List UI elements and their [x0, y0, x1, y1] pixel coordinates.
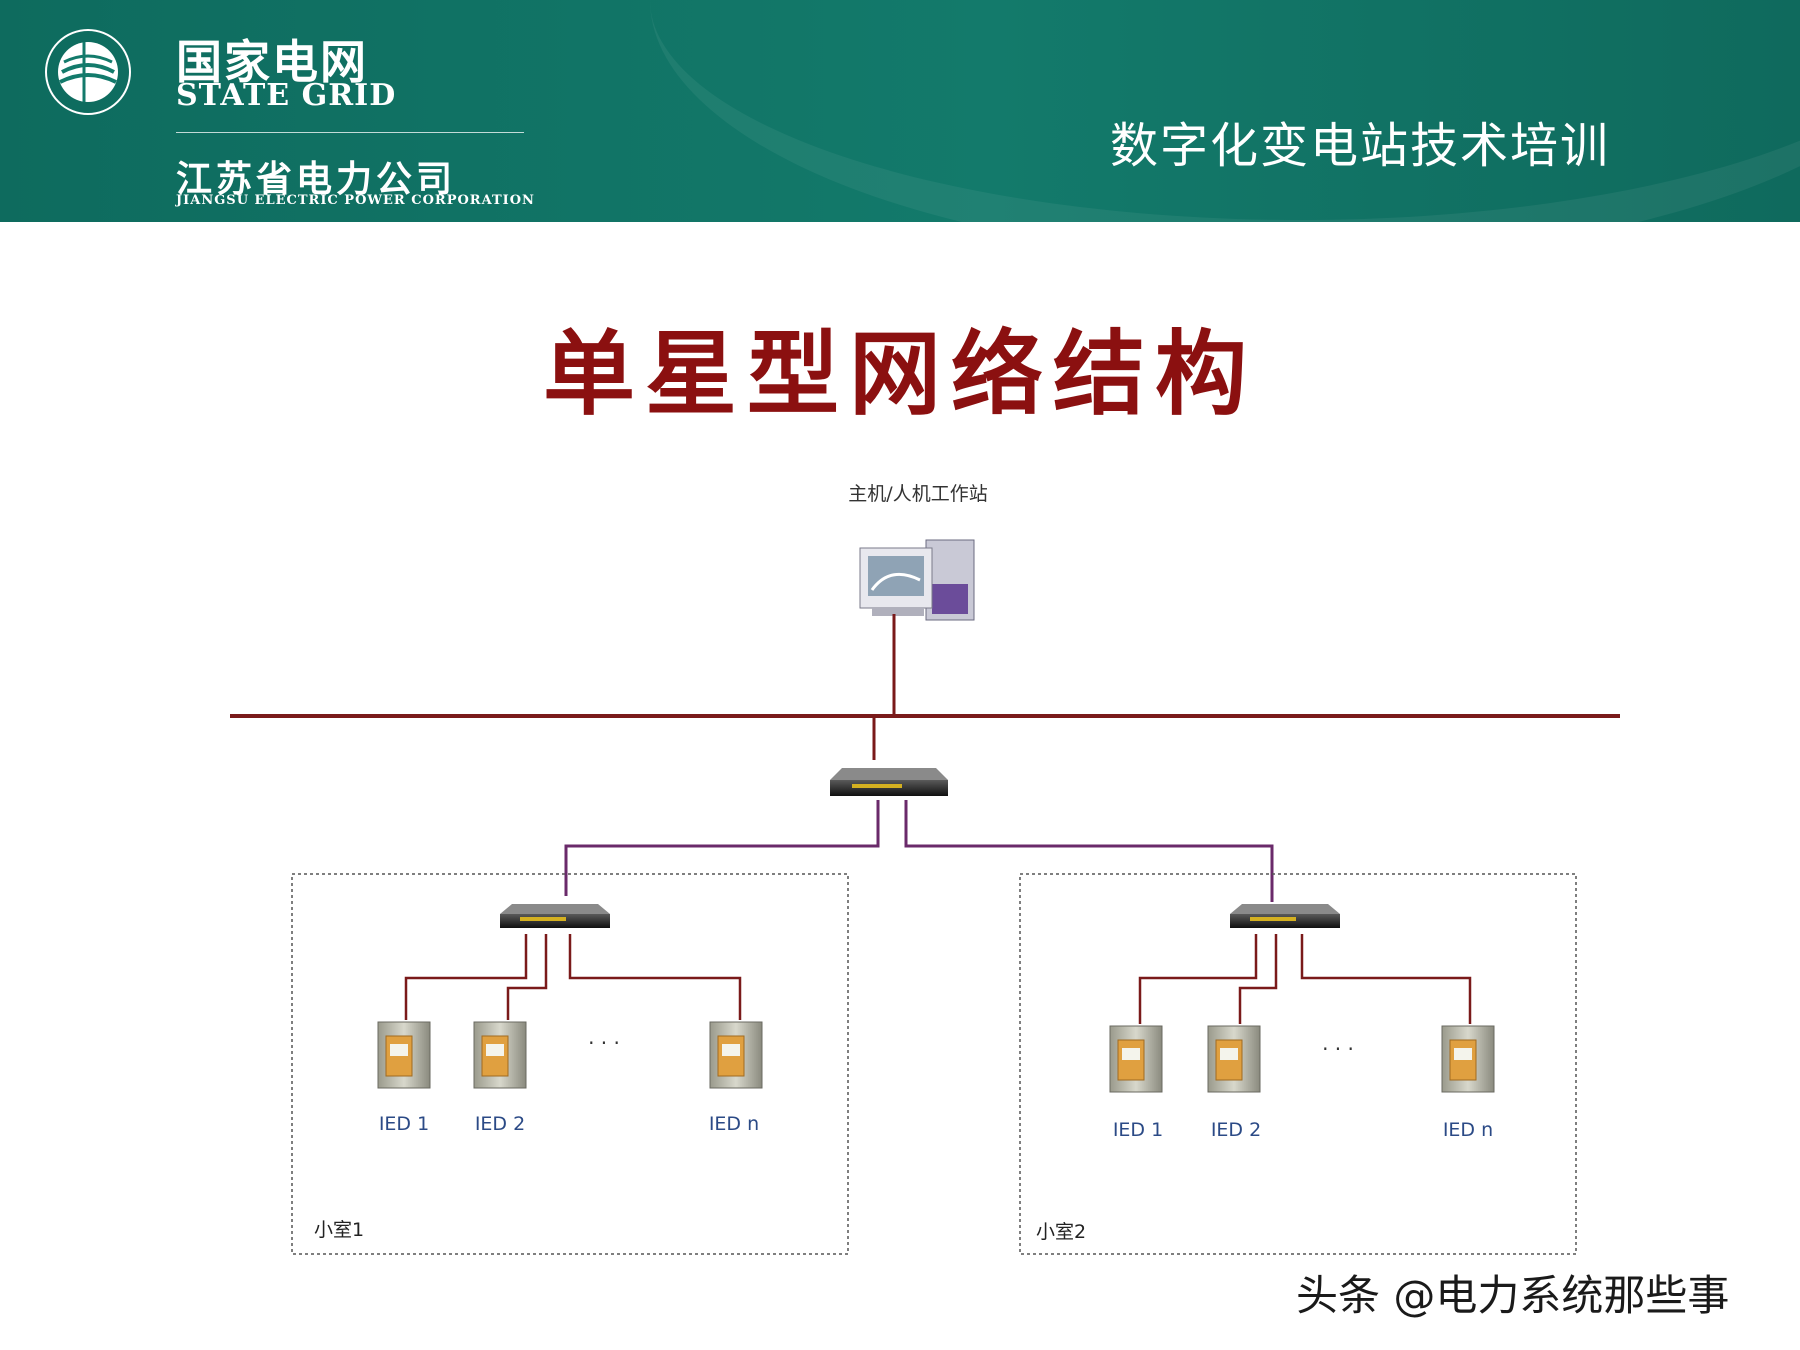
- core-switch-icon: [830, 768, 948, 796]
- brand-name-en: STATE GRID: [176, 78, 397, 113]
- state-grid-logo: [45, 29, 131, 115]
- workstation-icon: [859, 539, 975, 621]
- room1-link-ied1: [404, 934, 528, 1020]
- room1-ied2-label: IED 2: [475, 1113, 525, 1135]
- room1-frame: [291, 873, 849, 1255]
- room2-label: 小室2: [1036, 1221, 1086, 1243]
- room1-link-iedn: [568, 934, 742, 1020]
- room1-ied2-icon: [473, 1021, 527, 1089]
- uplink-room2: [904, 800, 1274, 902]
- header-divider: [176, 132, 524, 133]
- room2-switch-icon: [1230, 904, 1340, 928]
- room2-link-ied1: [1138, 934, 1258, 1024]
- room1-iedn-label: IED n: [709, 1113, 759, 1135]
- header-banner: 国家电网 STATE GRID 江苏省电力公司 JIANGSU ELECTRIC…: [0, 0, 1800, 222]
- uplink-room1: [564, 800, 880, 896]
- room2-ied2-label: IED 2: [1211, 1119, 1261, 1141]
- company-name-cn: 江苏省电力公司: [176, 158, 457, 200]
- host-label: 主机/人机工作站: [848, 483, 987, 505]
- company-name-en: JIANGSU ELECTRIC POWER CORPORATION: [176, 193, 535, 208]
- slide-title: 单星型网络结构: [542, 320, 1257, 428]
- room2-ied2-icon: [1207, 1025, 1261, 1093]
- room1-switch-icon: [500, 904, 610, 928]
- course-title: 数字化变电站技术培训: [1110, 118, 1611, 174]
- room2-frame: [1019, 873, 1577, 1255]
- room2-iedn-label: IED n: [1443, 1119, 1493, 1141]
- room1-ied1-icon: [377, 1021, 431, 1089]
- watermark: 头条 @电力系统那些事: [1296, 1271, 1730, 1320]
- room1-link-ied2: [506, 934, 548, 1020]
- room2-ellipsis: · · ·: [1322, 1037, 1354, 1061]
- room2-link-iedn: [1300, 934, 1472, 1024]
- room1-iedn-icon: [709, 1021, 763, 1089]
- room1-ellipsis: · · ·: [588, 1031, 620, 1055]
- header-swoosh: [650, 0, 1800, 222]
- room1-label: 小室1: [314, 1219, 364, 1241]
- room2-ied1-icon: [1109, 1025, 1163, 1093]
- brand-name-cn: 国家电网: [176, 35, 368, 89]
- room2-iedn-icon: [1441, 1025, 1495, 1093]
- room2-link-ied2: [1238, 934, 1278, 1024]
- room2-ied1-label: IED 1: [1113, 1119, 1163, 1141]
- room1-ied1-label: IED 1: [379, 1113, 429, 1135]
